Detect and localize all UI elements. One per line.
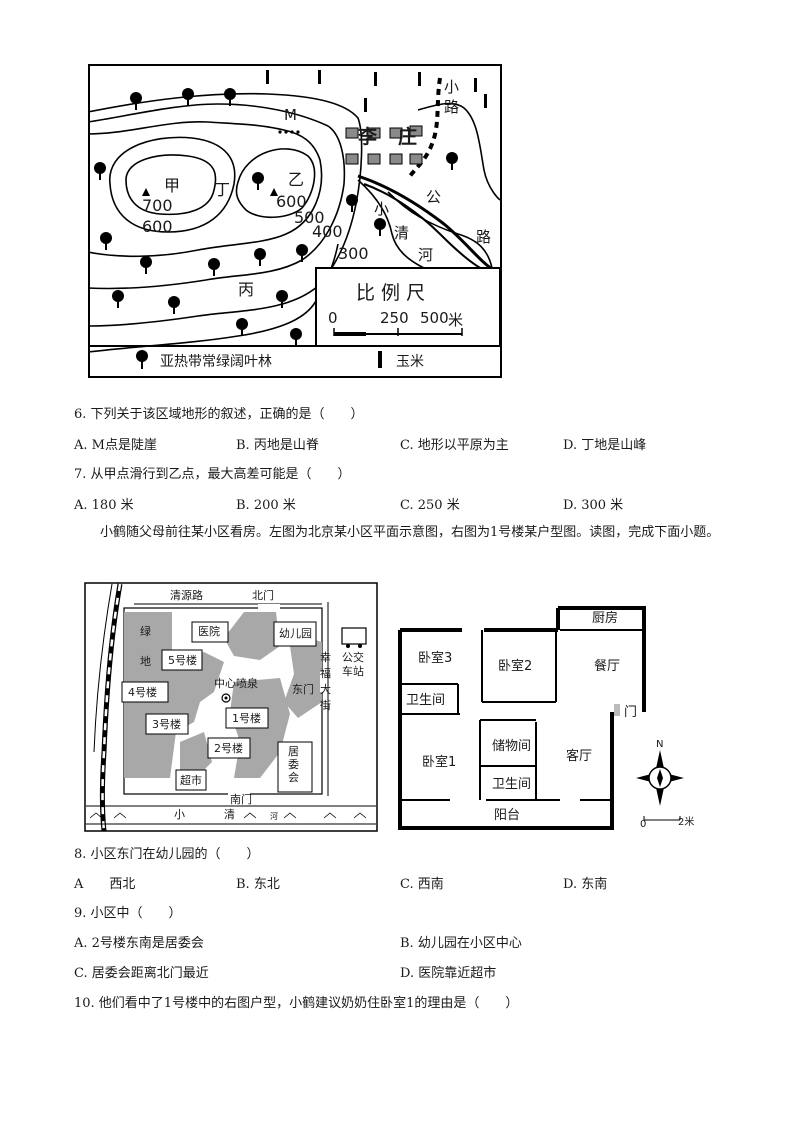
highway-label-1: 公 — [426, 188, 442, 206]
q9-option-a[interactable]: A. 2号楼东南是居委会 — [74, 936, 204, 951]
scale-two-meters: 2米 — [678, 817, 695, 828]
village-li-label: 李 — [358, 126, 378, 148]
river-char-1: 小 — [174, 808, 185, 821]
q6-option-a[interactable]: A. M点是陡崖 — [74, 438, 157, 453]
community-map — [84, 582, 378, 832]
building-3: 3号楼 — [152, 718, 181, 731]
q7-option-c[interactable]: C. 250 米 — [400, 498, 460, 513]
scale-tick-0: 0 — [328, 309, 338, 327]
river-label-1: 小 — [374, 200, 390, 218]
street-char-1: 幸 — [320, 651, 331, 664]
street-char-2: 福 — [320, 667, 331, 680]
contour-label-600b: 600 — [276, 192, 307, 211]
q6-option-c[interactable]: C. 地形以平原为主 — [400, 438, 509, 453]
bus-label-2: 车站 — [342, 665, 364, 678]
q6-option-b[interactable]: B. 丙地是山脊 — [236, 438, 319, 453]
q8-option-b[interactable]: B. 东北 — [236, 877, 280, 892]
scale-title: 比 例 尺 — [356, 282, 426, 304]
point-bing-label: 丙 — [238, 280, 255, 299]
q7-option-b[interactable]: B. 200 米 — [236, 498, 296, 513]
room-dining: 餐厅 — [594, 659, 621, 674]
south-gate-label: 南门 — [230, 793, 252, 806]
q9-option-b[interactable]: B. 幼儿园在小区中心 — [400, 936, 522, 951]
river-char-2: 清 — [224, 808, 235, 821]
road-label-1: 小 — [444, 78, 460, 96]
contour-label-700: 700 — [142, 196, 173, 215]
building-5: 5号楼 — [168, 654, 197, 667]
green-label-2: 地 — [140, 655, 151, 668]
contour-label-400: 400 — [312, 222, 343, 241]
east-gate-label: 东门 — [292, 683, 314, 696]
room-bathroom-1: 卫生间 — [406, 693, 446, 708]
room-living: 客厅 — [566, 749, 593, 764]
room-storage: 储物间 — [492, 739, 532, 754]
scale-zero: 0 — [640, 819, 647, 830]
fountain-label: 中心喷泉 — [214, 677, 258, 690]
bus-icon — [341, 627, 367, 645]
q8-option-c[interactable]: C. 西南 — [400, 877, 444, 892]
q6-option-d[interactable]: D. 丁地是山峰 — [563, 438, 647, 453]
point-ding-label: 丁 — [214, 180, 231, 199]
topographic-map — [88, 64, 502, 378]
contour-label-600: 600 — [142, 217, 173, 236]
q10-stem: 10. 他们看中了1号楼中的右图户型，小鹤建议奶奶住卧室1的理由是（ ） — [74, 996, 519, 1011]
river-char-3: 河 — [270, 812, 278, 821]
q7-option-d[interactable]: D. 300 米 — [563, 498, 624, 513]
q9-option-c[interactable]: C. 居委会距离北门最近 — [74, 966, 209, 981]
q7-stem: 7. 从甲点滑行到乙点，最大高差可能是（ ） — [74, 467, 351, 482]
point-yi-label: 乙 — [288, 170, 305, 189]
room-bedroom2: 卧室2 — [498, 659, 533, 674]
q9-option-d[interactable]: D. 医院靠近超市 — [400, 966, 497, 981]
committee-label-1: 居 — [288, 745, 299, 758]
scale-unit: 米 — [448, 311, 464, 329]
contour-label-300: 300 — [338, 244, 369, 263]
compass-north-label: N — [656, 739, 664, 750]
corn-icons — [266, 70, 487, 112]
compass-icon — [636, 750, 684, 806]
q9-stem: 9. 小区中（ ） — [74, 906, 182, 921]
room-balcony: 阳台 — [494, 808, 521, 823]
room-bedroom3: 卧室3 — [418, 651, 453, 666]
q8-option-a[interactable]: A 西北 — [74, 877, 136, 892]
committee-label-2: 委 — [288, 758, 299, 771]
building-kindergarten: 幼儿园 — [279, 627, 312, 640]
intro-paragraph: 小鹤随父母前往某小区看房。左图为北京某小区平面示意图，右图为1号楼某户型图。读图… — [100, 525, 720, 540]
street-char-4: 街 — [320, 699, 331, 712]
street-char-3: 大 — [320, 683, 331, 696]
highway-label-2: 路 — [476, 228, 492, 246]
q6-stem: 6. 下列关于该区域地形的叙述，正确的是（ ） — [74, 407, 364, 422]
committee-label-3: 会 — [288, 771, 299, 784]
q8-stem: 8. 小区东门在幼儿园的（ ） — [74, 847, 260, 862]
road-label-2: 路 — [444, 98, 460, 116]
room-bathroom-2: 卫生间 — [492, 777, 532, 792]
building-4: 4号楼 — [128, 686, 157, 699]
river-label-2: 清 — [394, 224, 410, 242]
building-1: 1号楼 — [232, 712, 261, 725]
scale-tick-500: 500 — [420, 309, 449, 327]
contour-label-500: 500 — [294, 208, 325, 227]
village-zhuang-label: 庄 — [398, 126, 418, 148]
q8-option-d[interactable]: D. 东南 — [563, 877, 608, 892]
floor-plan — [398, 606, 684, 830]
road-qingyuan: 清源路 — [170, 589, 203, 602]
river-label-3: 河 — [418, 246, 434, 264]
scale-tick-250: 250 — [380, 309, 409, 327]
forest-icons — [94, 88, 458, 346]
room-bedroom1: 卧室1 — [422, 755, 457, 770]
building-2: 2号楼 — [214, 742, 243, 755]
north-gate-label: 北门 — [252, 589, 274, 602]
bus-label-1: 公交 — [342, 651, 364, 664]
room-kitchen: 厨房 — [592, 611, 619, 626]
legend-corn-label: 玉米 — [396, 354, 424, 370]
legend-forest-label: 亚热带常绿阔叶林 — [160, 354, 272, 370]
point-m-label: M — [284, 106, 297, 124]
q7-option-a[interactable]: A. 180 米 — [74, 498, 134, 513]
green-label-1: 绿 — [140, 625, 151, 638]
door-label: 门 — [624, 705, 638, 720]
supermarket-label: 超市 — [180, 774, 202, 787]
building-hospital: 医院 — [198, 625, 220, 638]
point-jia-label: 甲 — [164, 176, 181, 195]
